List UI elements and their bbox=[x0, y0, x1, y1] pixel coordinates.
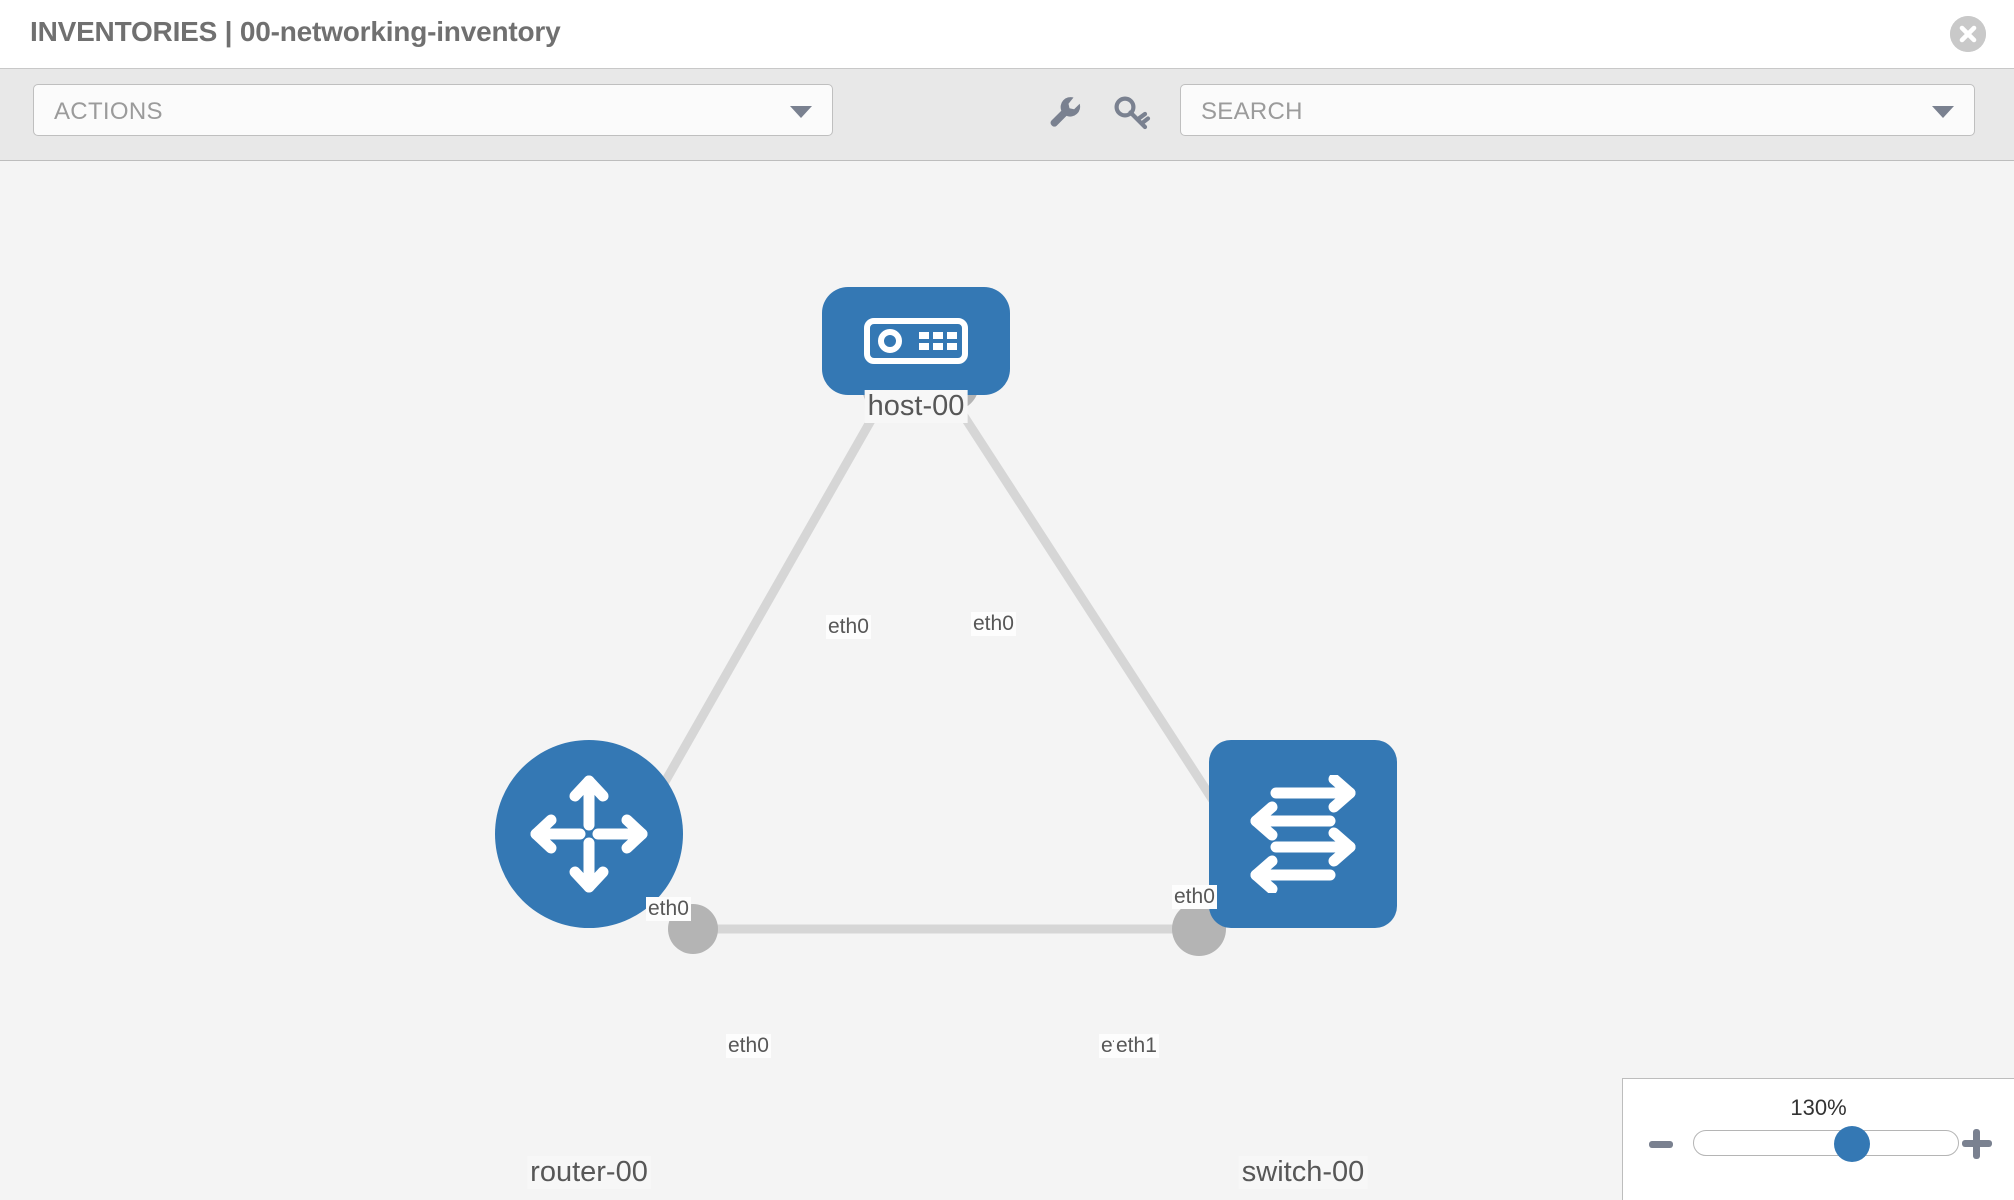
zoom-control-panel: 130% bbox=[1622, 1078, 2014, 1200]
link-host00-router00 bbox=[621, 384, 894, 855]
minus-icon[interactable] bbox=[1649, 1141, 1673, 1148]
wrench-icon[interactable] bbox=[1045, 92, 1085, 132]
host-node-shape[interactable] bbox=[822, 287, 1010, 395]
search-input[interactable]: SEARCH bbox=[1180, 84, 1975, 136]
actions-dropdown-label: ACTIONS bbox=[54, 98, 163, 125]
actions-dropdown[interactable]: ACTIONS bbox=[33, 84, 833, 136]
search-placeholder: SEARCH bbox=[1201, 98, 1303, 125]
topology-canvas[interactable]: host-00 router-00 bbox=[0, 162, 2014, 1200]
page-title: INVENTORIES | 00-networking-inventory bbox=[30, 16, 561, 47]
node-label-router-00: router-00 bbox=[527, 1156, 651, 1189]
if-label-host00-to-switch00: eth0 bbox=[971, 612, 1016, 636]
switch-arrows-icon bbox=[1250, 775, 1356, 893]
router-node-shape[interactable] bbox=[495, 740, 683, 928]
zoom-percent-label: 130% bbox=[1790, 1095, 1847, 1120]
zoom-slider-thumb[interactable] bbox=[1834, 1126, 1871, 1162]
if-label-switch00-to-host00: eth0 bbox=[1172, 885, 1217, 909]
router-arrows-icon bbox=[530, 775, 648, 893]
chevron-down-icon[interactable] bbox=[1932, 106, 1954, 118]
if-label-switch00-to-router00-eth1: eth1 bbox=[1114, 1034, 1159, 1058]
zoom-slider[interactable] bbox=[1693, 1126, 1959, 1162]
server-icon bbox=[864, 318, 968, 364]
switch-node-shape[interactable] bbox=[1209, 740, 1397, 928]
if-label-host00-to-router00: eth0 bbox=[826, 615, 871, 639]
chevron-down-icon bbox=[790, 106, 812, 118]
node-label-switch-00: switch-00 bbox=[1238, 1156, 1368, 1189]
close-icon[interactable] bbox=[1950, 16, 1986, 52]
if-label-router00-to-switch00: eth0 bbox=[726, 1034, 771, 1058]
node-label-host-00: host-00 bbox=[864, 390, 968, 423]
page-header: INVENTORIES | 00-networking-inventory bbox=[0, 0, 2014, 69]
key-icon[interactable] bbox=[1112, 92, 1152, 132]
if-label-router00-to-host00: eth0 bbox=[646, 897, 691, 921]
link-host00-switch00 bbox=[941, 384, 1244, 845]
plus-icon[interactable] bbox=[1962, 1129, 1992, 1159]
